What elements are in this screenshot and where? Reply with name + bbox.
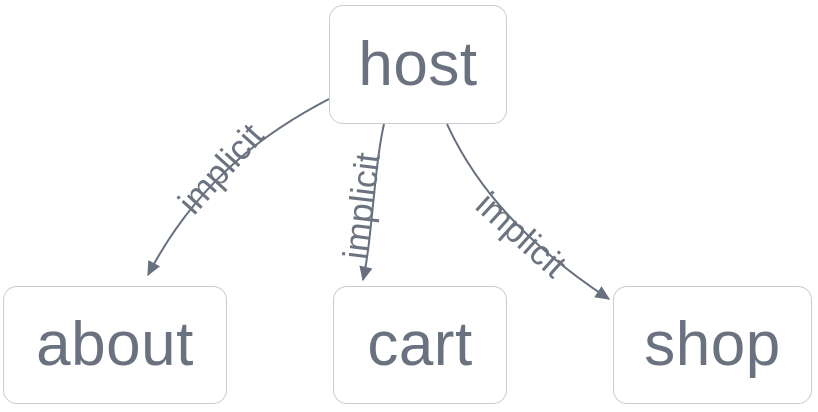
node-cart-label: cart	[367, 310, 473, 379]
edge-host-about	[147, 98, 330, 277]
node-host[interactable]: host	[329, 5, 507, 124]
edge-host-cart	[359, 123, 385, 282]
node-about-label: about	[36, 310, 194, 379]
edge-host-shop	[446, 123, 611, 300]
node-shop[interactable]: shop	[613, 286, 812, 404]
node-shop-label: shop	[644, 310, 781, 379]
node-cart[interactable]: cart	[333, 286, 507, 404]
node-host-label: host	[358, 29, 478, 99]
node-about[interactable]: about	[3, 286, 227, 404]
